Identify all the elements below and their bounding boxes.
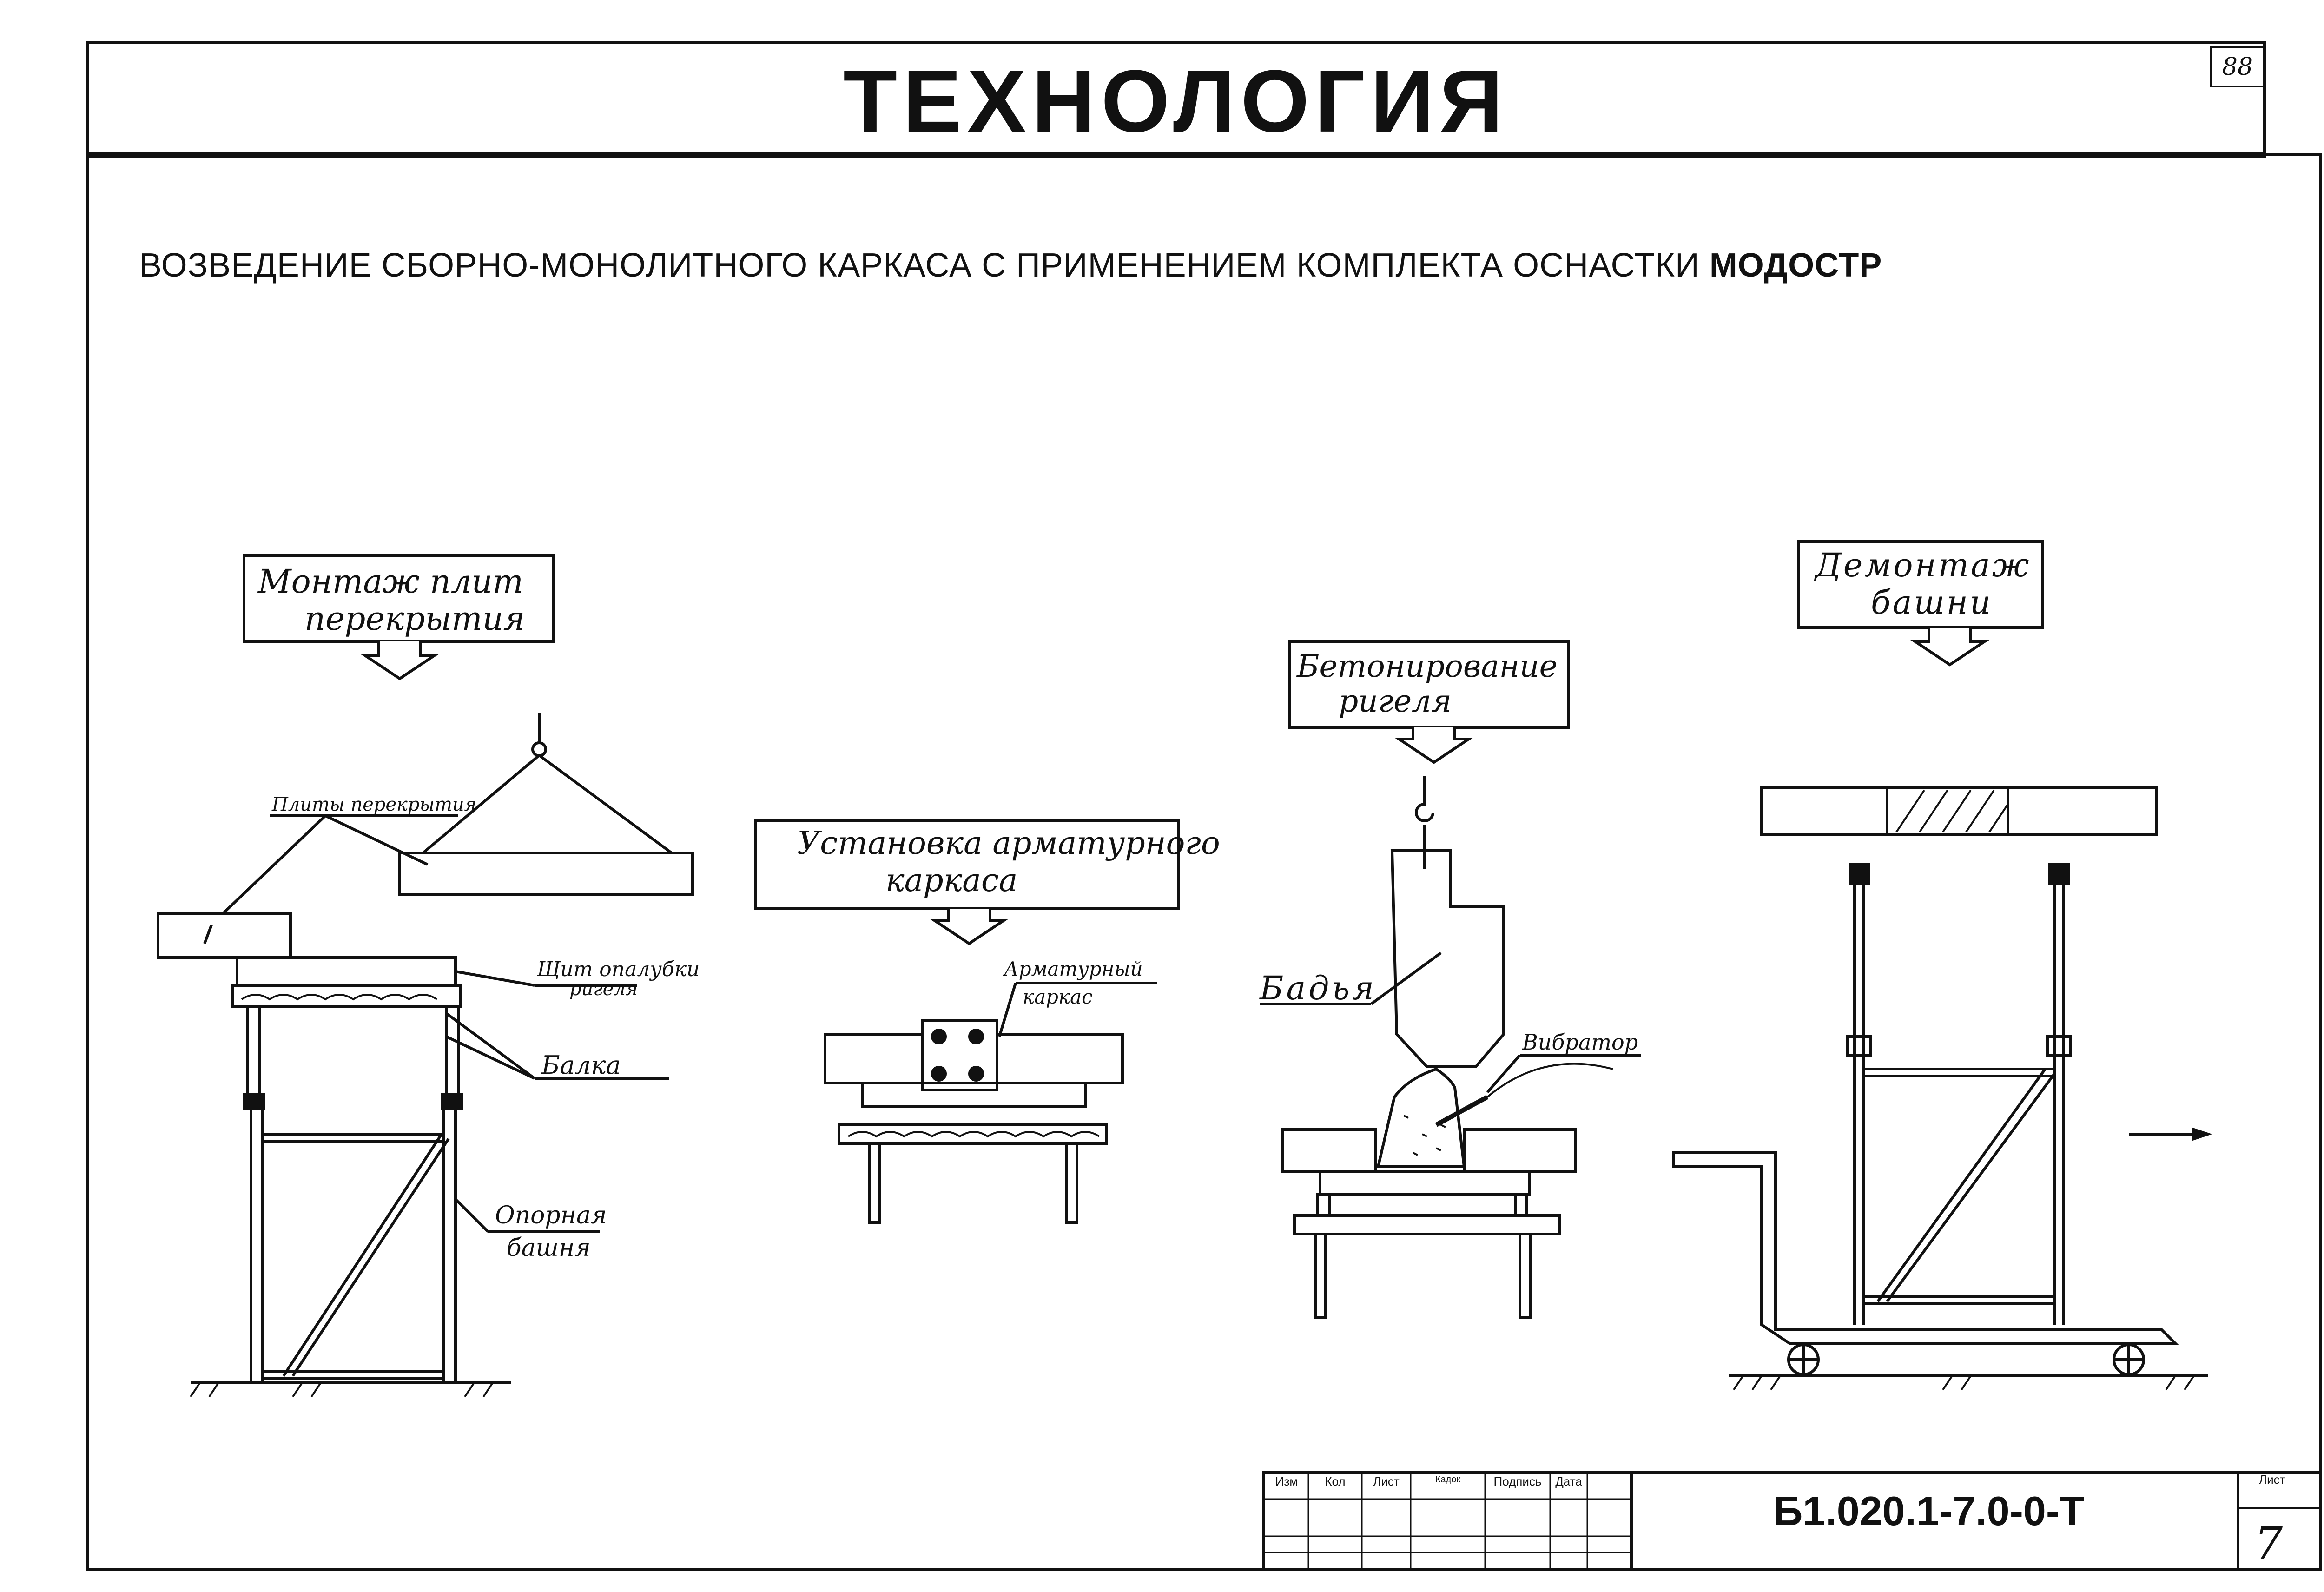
step3-title-line1: Бетонирование — [1297, 648, 1558, 684]
label-shield-line2: ригеля — [569, 978, 638, 1000]
step3-arrow — [1394, 727, 1473, 764]
step2-title-line1: Установка арматурного — [797, 825, 1220, 862]
label-tower-line2: башня — [507, 1234, 591, 1262]
stamp-col-list: Лист — [1373, 1474, 1400, 1488]
label-beam: Балка — [541, 1050, 621, 1080]
step2-arrow — [930, 909, 1009, 945]
step2-title-line2: каркаса — [885, 862, 1018, 899]
label-vibrator: Вибратор — [1522, 1030, 1638, 1055]
main-frame — [86, 153, 2322, 1571]
subtitle-text: ВОЗВЕДЕНИЕ СБОРНО-МОНОЛИТНОГО КАРКАСА С … — [139, 247, 1700, 284]
stamp-col-data: Дата — [1555, 1474, 1582, 1488]
suspended-slab — [398, 852, 694, 896]
step1-title-line1: Монтаж плит — [258, 562, 523, 601]
subtitle-brand: МОДОСТР — [1709, 247, 1882, 284]
page-title: ТЕХНОЛОГИЯ — [843, 52, 1509, 151]
sheet-number: 88 — [2210, 46, 2265, 87]
trolley — [1672, 1151, 2179, 1345]
step1-title-line2: перекрытия — [304, 600, 525, 638]
step1-arrow — [360, 641, 439, 680]
label-rebar-line2: каркас — [1023, 985, 1093, 1008]
step4-title-line2: башни — [1871, 583, 1993, 621]
stamp-col-izm: Изм — [1275, 1474, 1298, 1488]
bucket — [1390, 849, 1505, 1068]
step4-title-line1: Демонтаж — [1815, 546, 2031, 584]
resting-slab — [157, 912, 292, 959]
label-tower-line1: Опорная — [495, 1202, 607, 1229]
title-frame — [86, 41, 2266, 157]
stamp-col-podpis: Подпись — [1493, 1474, 1542, 1488]
step3-title-line2: ригеля — [1339, 683, 1452, 719]
step4-illustration — [1672, 540, 2212, 1391]
stamp-col-kadok: Кадок — [1435, 1474, 1461, 1485]
label-rebar-line1: Арматурный — [1004, 958, 1143, 980]
document-code: Б1.020.1-7.0-0-Т — [1773, 1488, 2085, 1534]
label-bucket: Бадья — [1260, 969, 1377, 1007]
label-slabs: Плиты перекрытия — [272, 794, 477, 815]
sheet-value: 7 — [2254, 1518, 2283, 1570]
step4-arrow — [1910, 628, 1989, 667]
step1-illustration — [157, 554, 694, 1398]
sheet-label: Лист — [2259, 1473, 2285, 1486]
stamp-col-kol: Кол — [1325, 1474, 1346, 1488]
step2-illustration — [754, 819, 1180, 1224]
step4-title-box — [1797, 540, 2044, 629]
title-block — [1262, 1471, 2322, 1571]
label-shield-line1: Щит опалубки — [537, 958, 700, 981]
subtitle: ВОЗВЕДЕНИЕ СБОРНО-МОНОЛИТНОГО КАРКАСА С … — [139, 246, 2324, 284]
step3-illustration — [1260, 640, 1641, 1319]
